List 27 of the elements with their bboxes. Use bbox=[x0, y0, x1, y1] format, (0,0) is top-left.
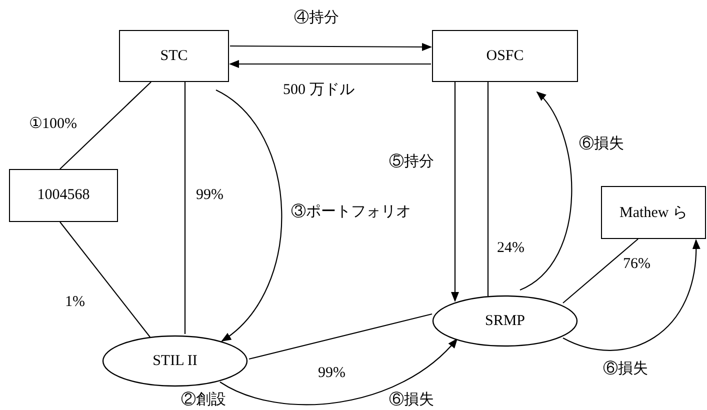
edge-label: ③ポートフォリオ bbox=[290, 204, 412, 220]
arrow bbox=[230, 42, 432, 51]
entity-ellipse: STIL II bbox=[102, 335, 248, 387]
entity-box: OSFC bbox=[432, 30, 578, 82]
edge-label: ⑥損失 bbox=[602, 361, 649, 377]
entity-box: STC bbox=[119, 30, 229, 82]
arrow bbox=[216, 90, 282, 342]
entity-box: Mathew ら bbox=[601, 186, 706, 239]
edge-label: ⑥損失 bbox=[388, 392, 435, 408]
arrow bbox=[562, 239, 700, 351]
arrow bbox=[229, 60, 431, 68]
edge-label: ⑥損失 bbox=[578, 136, 625, 152]
connector-line bbox=[248, 313, 432, 360]
connector-line bbox=[487, 82, 489, 296]
connector-line bbox=[60, 222, 150, 338]
arrow bbox=[520, 91, 572, 290]
edge-label: 500 万ドル bbox=[282, 82, 356, 98]
connector-line bbox=[60, 82, 152, 170]
entity-ellipse: SRMP bbox=[432, 295, 578, 347]
arrow bbox=[220, 338, 458, 405]
node-caption: ②創設 bbox=[180, 392, 227, 408]
arrow bbox=[451, 82, 459, 302]
edge-label: ④持分 bbox=[293, 10, 340, 26]
edge-label: ⑤持分 bbox=[388, 154, 435, 170]
entity-box: 1004568 bbox=[9, 169, 118, 222]
connector-line bbox=[562, 238, 638, 304]
connector-line bbox=[184, 82, 186, 334]
